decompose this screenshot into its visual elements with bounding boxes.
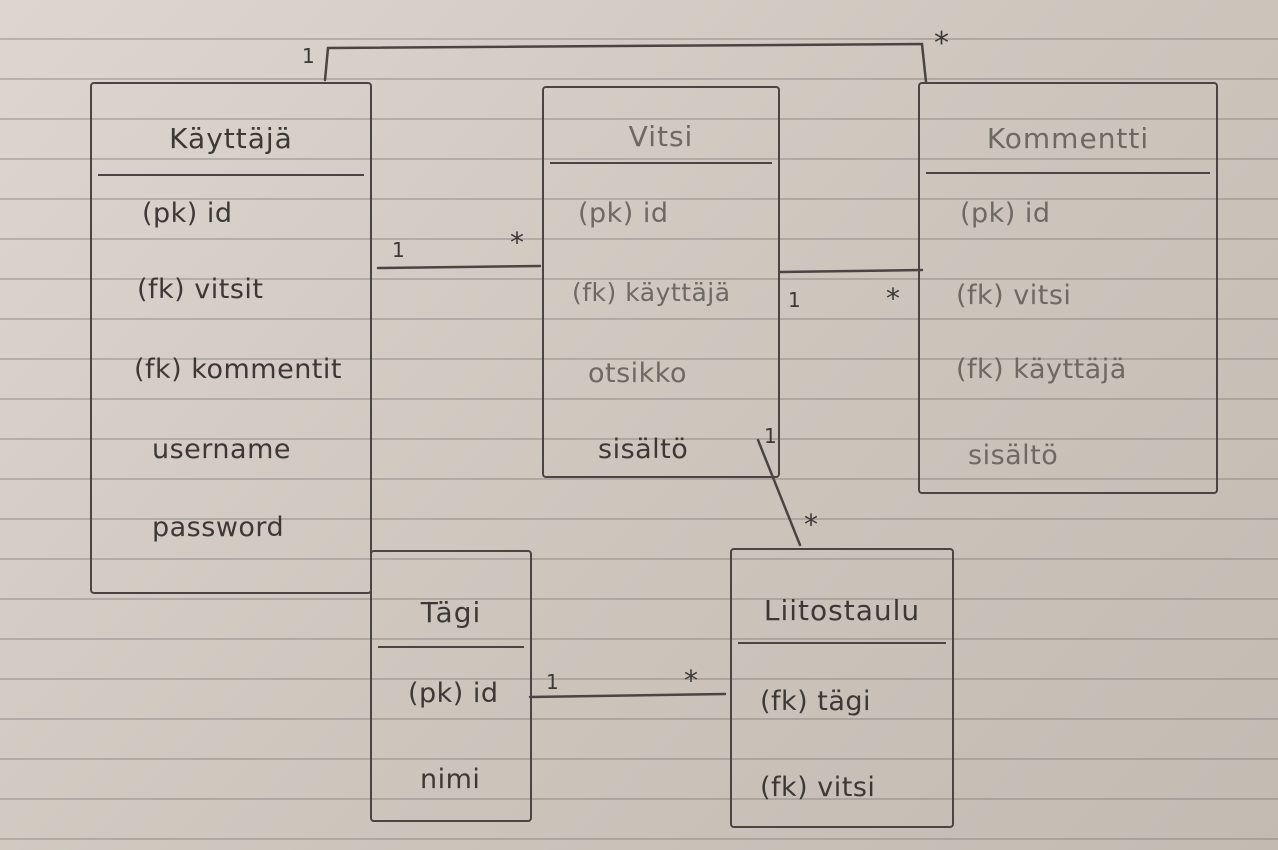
line-kayttaja-kommentti (323, 42, 928, 84)
entity-liitostaulu: Liitostaulu (fk) tägi (fk) vitsi (730, 548, 954, 828)
line-vitsi-kommentti (778, 268, 924, 274)
attr-pk-id: (pk) id (960, 198, 1051, 229)
attr-fk-kayttaja: (fk) käyttäjä (572, 278, 731, 307)
card-vitsi-kommentti-to: * (886, 282, 900, 315)
line-vitsi-liitostaulu (756, 438, 802, 547)
title-divider (378, 646, 524, 648)
card-vitsi-kommentti-from: 1 (788, 288, 801, 312)
entity-tagi: Tägi (pk) id nimi (370, 550, 532, 822)
entity-title: Tägi (420, 596, 482, 629)
title-divider (550, 162, 772, 164)
card-kayttaja-kommentti-to: * (934, 26, 949, 61)
attr-password: password (152, 512, 285, 543)
entity-title: Vitsi (628, 120, 694, 153)
title-divider (98, 174, 364, 176)
attr-sisalto: sisältö (598, 434, 689, 465)
card-kayttaja-vitsi-from: 1 (392, 238, 405, 262)
entity-kommentti: Kommentti (pk) id (fk) vitsi (fk) käyttä… (918, 82, 1218, 494)
attr-pk-id: (pk) id (578, 198, 669, 229)
card-vitsi-liitostaulu-from: 1 (764, 424, 777, 448)
attr-fk-tagi: (fk) tägi (760, 686, 872, 717)
entity-kayttaja: Käyttäjä (pk) id (fk) vitsit (fk) kommen… (90, 82, 372, 594)
attr-fk-vitsi: (fk) vitsi (956, 280, 1072, 311)
card-tagi-liitostaulu-from: 1 (546, 670, 559, 694)
card-tagi-liitostaulu-to: * (684, 664, 698, 697)
entity-vitsi: Vitsi (pk) id (fk) käyttäjä otsikko sisä… (542, 86, 780, 478)
attr-pk-id: (pk) id (408, 678, 499, 709)
card-kayttaja-vitsi-to: * (510, 226, 524, 259)
entity-title: Käyttäjä (169, 122, 293, 155)
attr-pk-id: (pk) id (142, 198, 233, 229)
title-divider (926, 172, 1210, 174)
line-tagi-liitostaulu (528, 692, 727, 699)
entity-title: Kommentti (986, 122, 1150, 155)
line-kayttaja-vitsi (376, 264, 542, 270)
card-vitsi-liitostaulu-to: * (804, 508, 818, 541)
attr-fk-kayttaja: (fk) käyttäjä (956, 354, 1127, 385)
title-divider (738, 642, 946, 644)
attr-username: username (152, 434, 291, 465)
attr-nimi: nimi (420, 764, 481, 795)
attr-sisalto: sisältö (968, 440, 1059, 471)
card-kayttaja-kommentti-from: 1 (302, 44, 315, 68)
entity-title: Liitostaulu (763, 594, 921, 627)
attr-otsikko: otsikko (588, 358, 688, 389)
attr-fk-kommentit: (fk) kommentit (134, 354, 342, 385)
attr-fk-vitsit: (fk) vitsit (137, 274, 264, 305)
attr-fk-vitsi: (fk) vitsi (760, 772, 876, 803)
